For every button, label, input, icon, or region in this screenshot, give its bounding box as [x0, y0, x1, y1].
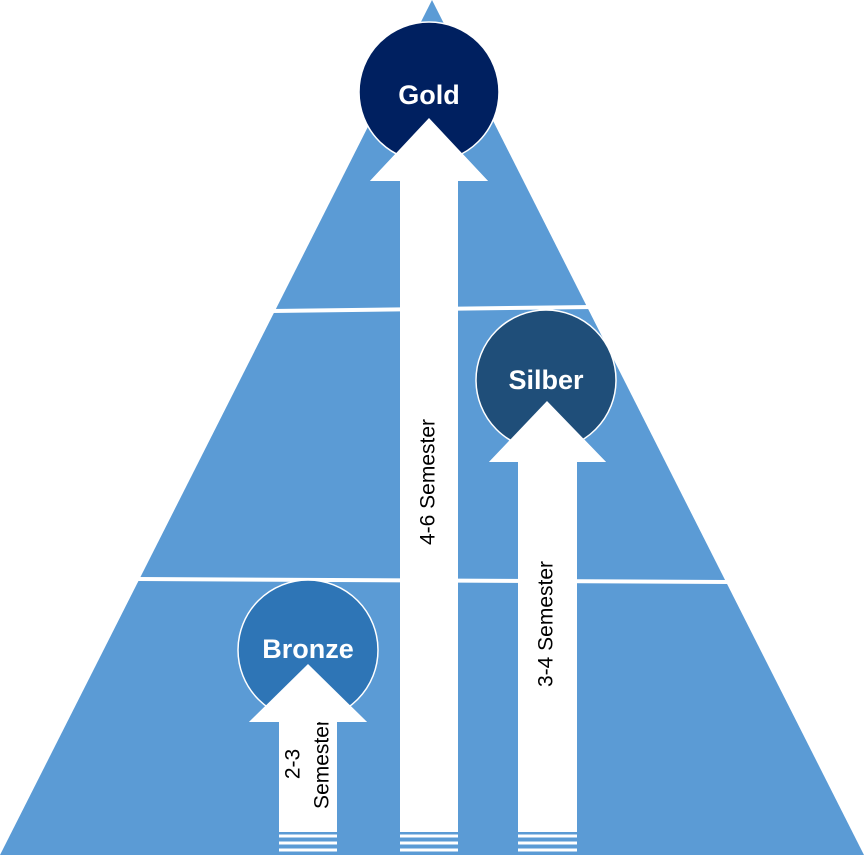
- bronze-arrow-head: [249, 664, 367, 722]
- bronze-arrow-label-line1: 2-3: [282, 749, 305, 779]
- silber-arrow: 3-4 Semester: [489, 401, 606, 852]
- silber-label: Silber: [508, 365, 584, 395]
- gold-arrow-label: 4-6 Semester: [417, 419, 440, 545]
- silber-arrow-shape: [489, 401, 606, 832]
- gold-label: Gold: [398, 80, 460, 110]
- gold-arrow-shape: [370, 118, 488, 832]
- silber-arrow-label: 3-4 Semester: [535, 561, 558, 687]
- bronze-level: Bronze: [237, 579, 379, 721]
- silber-arrow-head: [489, 401, 606, 462]
- bronze-label: Bronze: [262, 634, 354, 664]
- gold-arrow: 4-6 Semester: [370, 118, 488, 852]
- bronze-arrow-label-line2: Semester: [311, 719, 334, 809]
- gold-arrow-head: [370, 118, 488, 181]
